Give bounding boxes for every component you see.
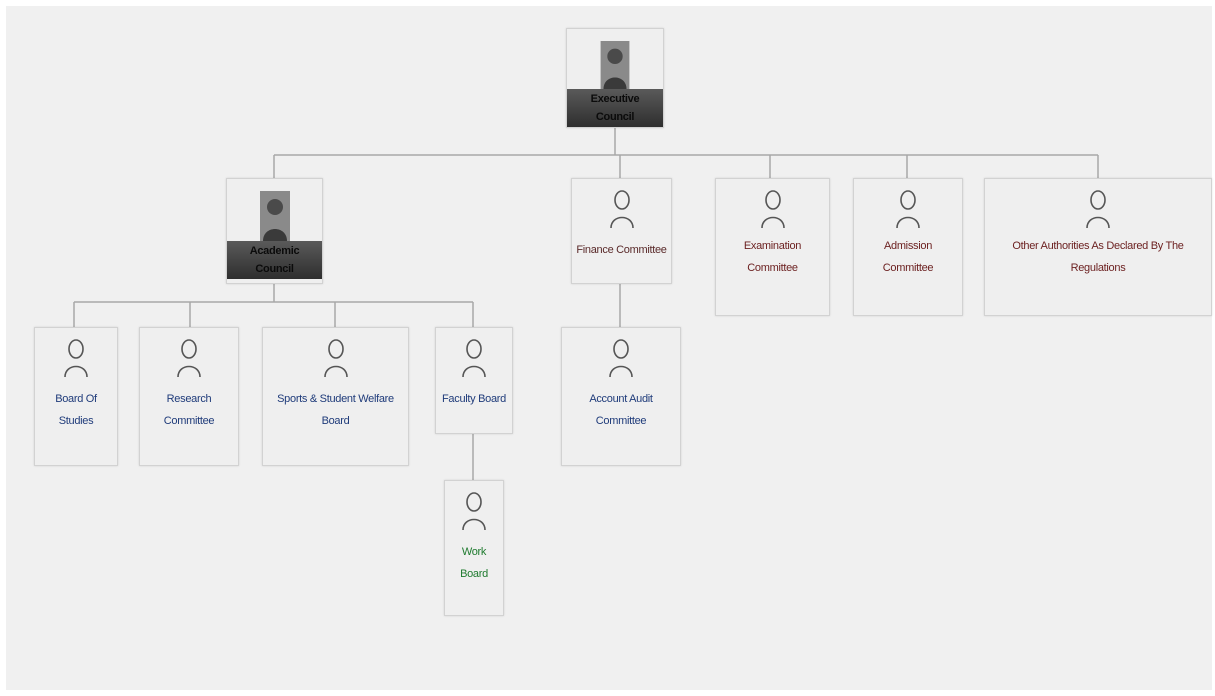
node-label: Finance Committee — [576, 244, 667, 256]
node-label: Faculty Board — [442, 393, 506, 405]
node-finance-committee[interactable]: Finance Committee — [571, 178, 672, 284]
node-label: Board Of Studies — [55, 393, 97, 427]
person-outline-icon — [177, 339, 201, 378]
person-photo-icon — [259, 191, 290, 241]
node-account-audit-committee[interactable]: Account Audit Committee — [561, 327, 681, 466]
person-outline-icon — [896, 190, 920, 229]
person-outline-icon — [462, 339, 486, 378]
node-label: Examination Committee — [743, 240, 802, 274]
node-other-authorities[interactable]: Other Authorities As Declared By The Reg… — [984, 178, 1212, 316]
person-outline-icon — [609, 190, 634, 229]
person-photo-icon — [600, 41, 630, 89]
node-board-of-studies[interactable]: Board Of Studies — [34, 327, 118, 466]
node-examination-committee[interactable]: Examination Committee — [715, 178, 830, 316]
person-outline-icon — [609, 339, 633, 378]
node-admission-committee[interactable]: Admission Committee — [853, 178, 963, 316]
node-academic-council[interactable]: Academic Council — [226, 178, 323, 284]
person-outline-icon — [64, 339, 88, 378]
node-research-committee[interactable]: Research Committee — [139, 327, 239, 466]
node-label: Academic Council — [227, 241, 322, 279]
node-label: Research Committee — [163, 393, 215, 427]
person-outline-icon — [323, 339, 348, 378]
person-outline-icon — [1086, 190, 1110, 229]
node-faculty-board[interactable]: Faculty Board — [435, 327, 513, 434]
node-sports-board[interactable]: Sports & Student Welfare Board — [262, 327, 409, 466]
node-label: Account Audit Committee — [589, 393, 653, 427]
person-outline-icon — [462, 492, 486, 531]
person-outline-icon — [760, 190, 785, 229]
node-label: Admission Committee — [882, 240, 934, 274]
node-work-board[interactable]: Work Board — [444, 480, 504, 616]
node-executive-council[interactable]: Executive Council — [566, 28, 664, 128]
node-label: Sports & Student Welfare Board — [277, 393, 394, 427]
node-label: Executive Council — [567, 89, 663, 127]
node-label: Work Board — [460, 546, 488, 580]
node-label: Other Authorities As Declared By The Reg… — [1012, 240, 1184, 274]
